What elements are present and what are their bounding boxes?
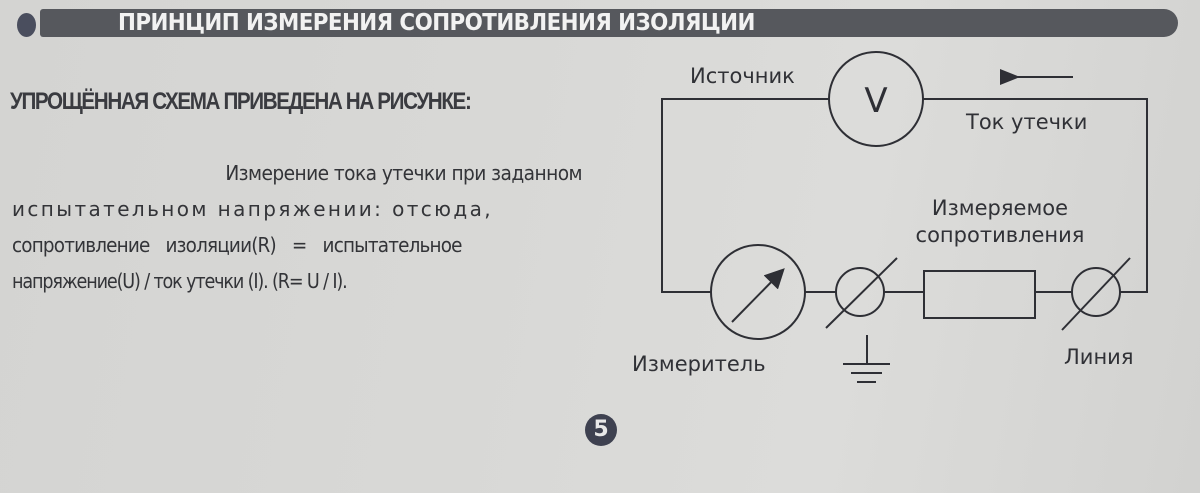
header-bullet-icon	[17, 13, 36, 37]
circuit-wires	[661, 98, 1148, 293]
voltmeter-circle-icon	[828, 51, 924, 147]
measured-resistance-label: Измеряемое сопротивления	[895, 195, 1105, 249]
header-bar	[40, 9, 1178, 37]
page-number-badge: 5	[585, 414, 617, 446]
terminal-crossed-circle-icon	[1061, 257, 1131, 331]
resistor-rect-icon	[923, 270, 1036, 319]
leakage-current-label: Ток утечки	[966, 110, 1088, 134]
source-label: Источник	[690, 64, 795, 88]
body-line: напряжение(U) / ток утечки (I). (R= U / …	[12, 269, 348, 293]
measured-resistance-label-line2: сопротивления	[915, 223, 1085, 247]
measured-resistance-label-line1: Измеряемое	[931, 196, 1069, 220]
ground-icon	[843, 335, 890, 383]
body-line: испытательном напряжении: отсюда,	[12, 197, 494, 221]
body-paragraph: Измерение тока утечки при заданном испыт…	[12, 155, 583, 299]
line-label: Линия	[1064, 345, 1134, 369]
section-subheading: УПРОЩЁННАЯ СХЕМА ПРИВЕДЕНА НА РИСУНКЕ:	[10, 88, 472, 115]
meter-label: Измеритель	[632, 352, 766, 376]
body-line: Измерение тока утечки при заданном	[225, 161, 582, 185]
body-line: сопротивление изоляции(R) = испытательно…	[12, 233, 463, 257]
page-title: ПРИНЦИП ИЗМЕРЕНИЯ СОПРОТИВЛЕНИЯ ИЗОЛЯЦИИ	[118, 10, 755, 36]
terminal-crossed-circle-icon	[825, 257, 898, 329]
meter-gauge-icon	[710, 244, 806, 340]
voltmeter-symbol: V	[864, 81, 887, 121]
